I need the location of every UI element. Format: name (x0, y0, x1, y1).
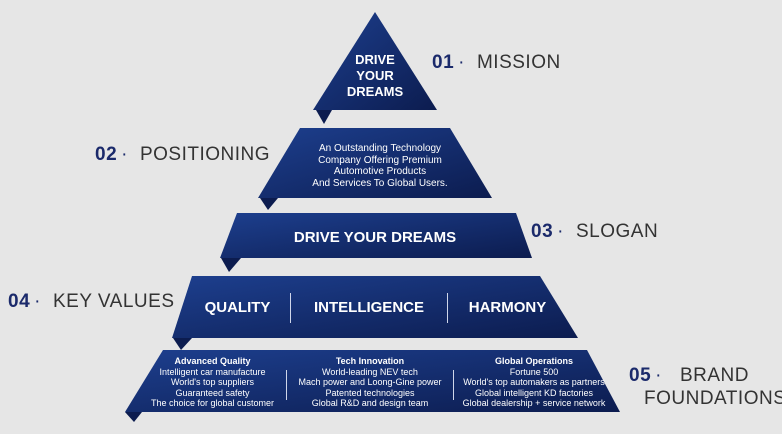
positioning-line: An Outstanding Technology (318, 143, 442, 154)
tier-5-shape (125, 350, 620, 412)
column-item: World-leading NEV tech (322, 366, 418, 377)
column-item: World's top suppliers (170, 377, 255, 387)
tier-number: 02 (95, 144, 118, 165)
foundation-divider (453, 370, 454, 400)
tier-1-flap (316, 110, 332, 124)
column-item: Global R&D and design team (311, 398, 429, 408)
tier-number: 04 (8, 291, 31, 312)
column-item: The choice for global customer (150, 398, 275, 408)
foundation-advanced-quality: Advanced Quality Intelligent car manufac… (150, 356, 275, 409)
tier-2-shape (258, 128, 492, 198)
column-item: Mach power and Loong-Gine power (298, 377, 442, 387)
column-item: Guaranteed safety (175, 387, 250, 398)
tier-2-flap (260, 198, 278, 210)
tier-label: BRAND (679, 365, 749, 386)
column-item: Intelligent car manufacture (159, 366, 266, 377)
foundation-divider (286, 370, 287, 400)
column-heading: Advanced Quality (174, 356, 251, 366)
tier-label: POSITIONING (139, 144, 271, 165)
label-mission: 01·MISSION (432, 52, 561, 73)
label-key-values: 04·KEY VALUES (8, 291, 175, 312)
tier-number: 05 (629, 365, 652, 386)
tier-5-flap (125, 412, 142, 422)
mission-line: DREAMS (346, 84, 404, 99)
values-divider (290, 293, 291, 323)
tier-4-shape (172, 276, 578, 338)
column-item: Fortune 500 (509, 366, 559, 377)
value-harmony: HARMONY (468, 299, 547, 316)
tier-label: KEY VALUES (52, 291, 175, 312)
value-quality: QUALITY (204, 299, 271, 316)
column-item: Global intelligent KD factories (474, 387, 594, 398)
column-heading: Global Operations (494, 356, 573, 366)
positioning-text: An Outstanding Technology Company Offeri… (300, 143, 460, 189)
column-item: Global dealership + service network (462, 398, 606, 408)
tier-number: 03 (531, 221, 554, 242)
positioning-line: And Services To Global Users. (312, 177, 448, 189)
tier-label: FOUNDATIONS (644, 388, 782, 409)
column-item: Patented technologies (325, 387, 415, 398)
foundation-global-operations: Global Operations Fortune 500 World's to… (460, 356, 608, 409)
label-slogan: 03·SLOGAN (531, 221, 659, 242)
values-divider (447, 293, 448, 323)
tier-3-shape (220, 213, 532, 258)
value-intelligence: INTELLIGENCE (313, 299, 424, 316)
mission-line: DRIVE (355, 52, 395, 67)
label-brand-foundations: 05·BRAND FOUNDATIONS (629, 364, 782, 410)
mission-line: YOUR (356, 68, 394, 83)
mission-text: DRIVE YOUR DREAMS (335, 52, 415, 100)
slogan-text: DRIVE YOUR DREAMS (293, 229, 457, 246)
tier-label: MISSION (476, 52, 561, 73)
positioning-line: Company Offering Premium (318, 154, 442, 166)
label-positioning: 02·POSITIONING (95, 144, 271, 165)
positioning-line: Automotive Products (333, 166, 427, 177)
tier-number: 01 (432, 52, 455, 73)
foundation-tech-innovation: Tech Innovation World-leading NEV tech M… (295, 356, 445, 409)
column-item: World's top automakers as partners (463, 377, 605, 387)
tier-label: SLOGAN (575, 221, 659, 242)
tier-1-shape (313, 12, 437, 110)
column-heading: Tech Innovation (335, 356, 405, 366)
tier-3-flap (221, 258, 241, 272)
tier-4-flap (173, 338, 192, 350)
